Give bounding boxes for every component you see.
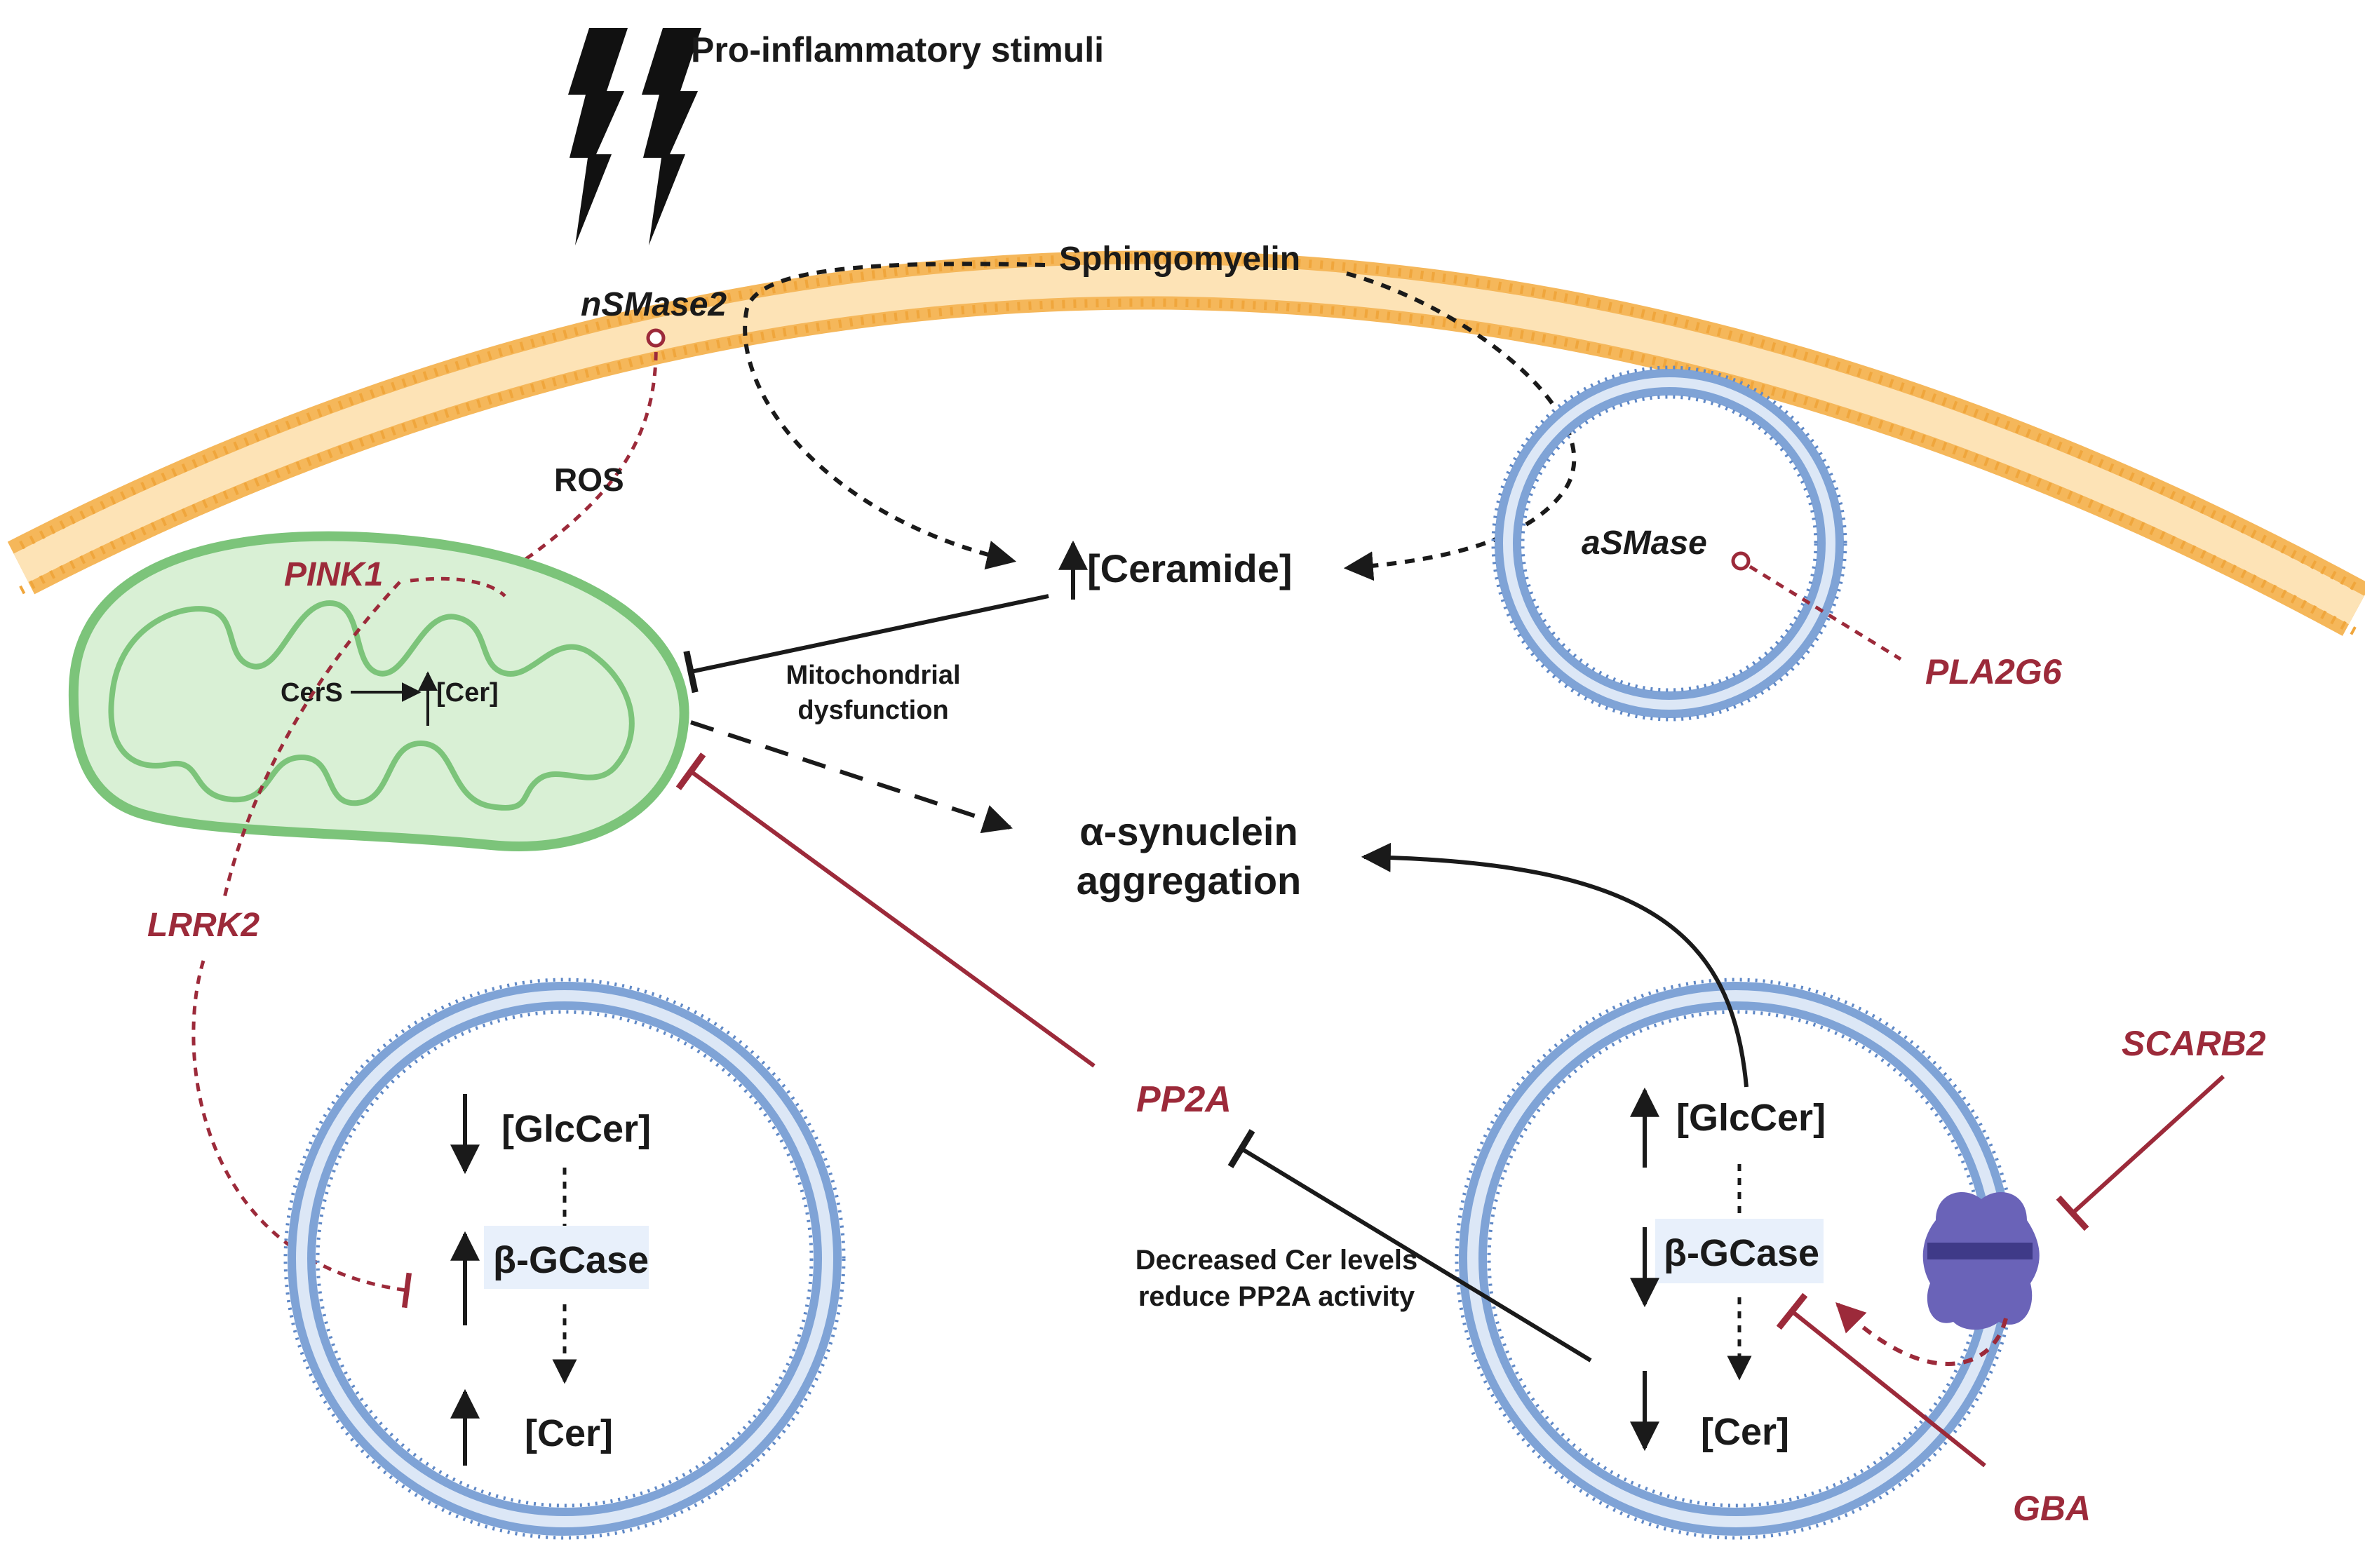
- lrrk2-inhibit-link: [191, 960, 412, 1309]
- left-cer-label: [Cer]: [525, 1412, 613, 1454]
- sm-to-ceramide-arrow: [743, 262, 1046, 570]
- pp2a-label: PP2A: [1136, 1079, 1232, 1120]
- stimuli-label: Pro-inflammatory stimuli: [691, 30, 1104, 69]
- ceramide-inhibit-mito: [683, 594, 1049, 694]
- sphingomyelin-label: Sphingomyelin: [1059, 241, 1300, 278]
- mito-cer-label: [Cer]: [436, 678, 499, 708]
- ros-label: ROS: [554, 461, 624, 498]
- dec-line2: reduce PP2A activity: [1138, 1281, 1415, 1312]
- lrrk2-label: LRRK2: [147, 907, 260, 944]
- gba-inhibit: [1776, 1292, 1986, 1468]
- mito-dys-line1: Mitochondrial: [786, 661, 960, 690]
- scarb2-inhibit: [2056, 1074, 2225, 1231]
- ceramide-label: [Ceramide]: [1087, 546, 1293, 590]
- dec-line1: Decreased Cer levels: [1136, 1245, 1418, 1276]
- lrrk2-upper-link: [222, 581, 401, 898]
- scarb2-label: SCARB2: [2122, 1024, 2266, 1063]
- plasma-membrane: [7, 250, 2365, 637]
- scarb2-to-bgcase: [1835, 1302, 2008, 1366]
- lightning-icon: [568, 28, 701, 245]
- glccer-to-asyn-arrow: [1361, 842, 1749, 1088]
- asmase-to-ceramide-arrow: [1343, 271, 1577, 581]
- mito-dys-line2: dysfunction: [797, 696, 948, 725]
- asmase-vesicle: [1491, 365, 1847, 722]
- cer-inhibit-pp2a: [1227, 1129, 1592, 1363]
- nsmase2-label: nSMase2: [581, 286, 727, 323]
- ros-link: [392, 336, 658, 602]
- left-lysosome: [283, 978, 846, 1540]
- left-glccer-label: [GlcCer]: [501, 1108, 651, 1150]
- scarb2-protein: [1922, 1192, 2040, 1330]
- asmase-node: [1731, 551, 1751, 571]
- pink1-label: PINK1: [284, 556, 383, 593]
- right-bgcase-label: β-GCase: [1664, 1232, 1819, 1274]
- asyn-line2: aggregation: [1077, 858, 1301, 903]
- pla2g6-label: PLA2G6: [1925, 652, 2063, 691]
- left-bgcase-label: β-GCase: [493, 1239, 649, 1281]
- right-cer-label: [Cer]: [1701, 1411, 1789, 1453]
- right-bgcase-box: [1655, 1219, 1824, 1283]
- nsmase2-node: [646, 328, 666, 348]
- right-glccer-label: [GlcCer]: [1676, 1097, 1826, 1139]
- asyn-line1: α-synuclein: [1079, 809, 1298, 853]
- pp2a-inhibit-mito: [675, 752, 1096, 1068]
- gba-label: GBA: [2013, 1489, 2091, 1528]
- mito-to-asyn-arrow: [690, 720, 1013, 834]
- left-bgcase-box: [484, 1226, 649, 1289]
- asmase-label: aSMase: [1582, 525, 1707, 562]
